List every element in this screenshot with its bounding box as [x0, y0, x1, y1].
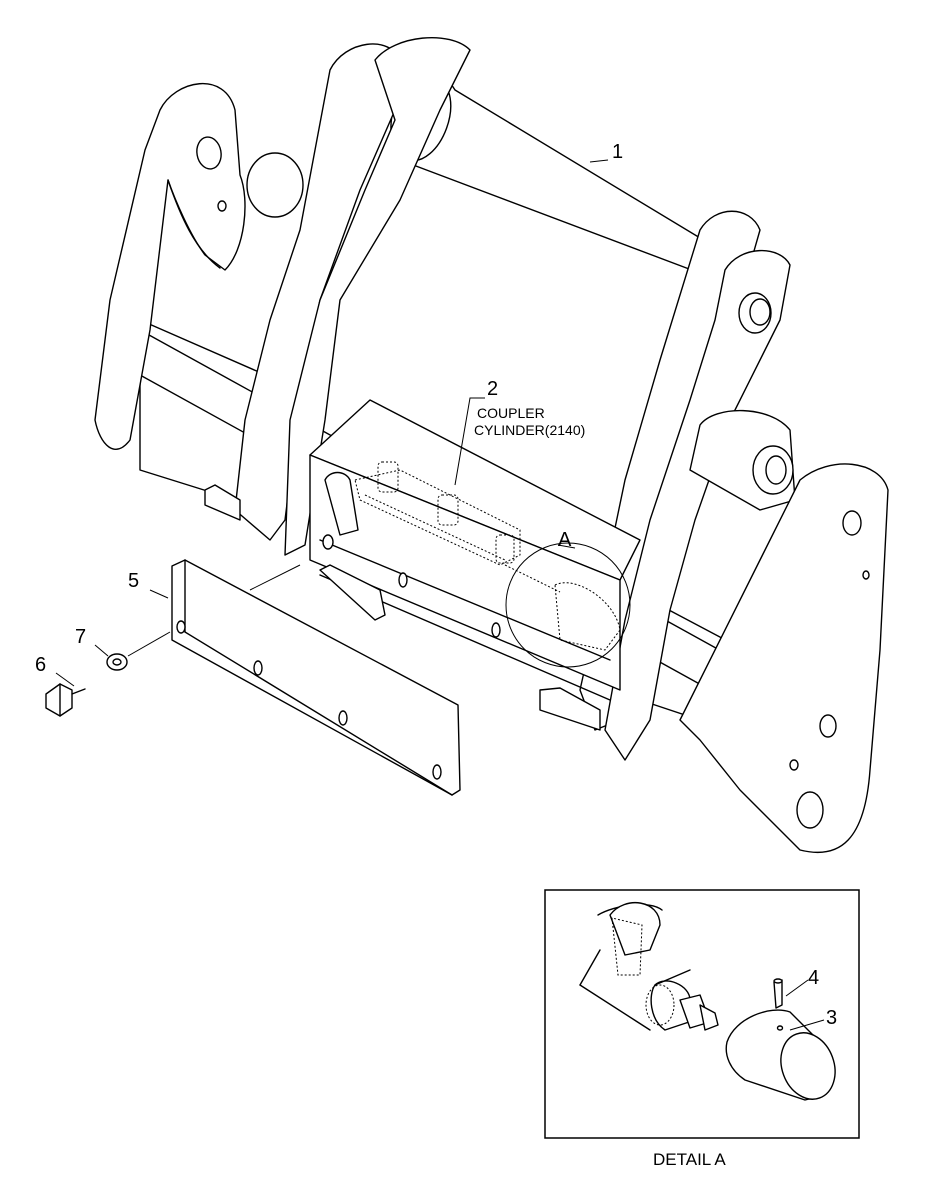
leader-lines: [55, 159, 609, 687]
callout-2: 2: [487, 378, 498, 400]
detail-a-box: 4 3: [544, 889, 860, 1139]
coupler-cylinder: [354, 461, 621, 651]
callout-a: A: [558, 529, 572, 551]
washer: [106, 653, 128, 671]
wear-plate: [171, 559, 461, 796]
coupler-frame: [94, 37, 889, 854]
coupler-label-line1: COUPLER: [477, 405, 545, 421]
detail-a-callout: A: [505, 529, 631, 668]
callout-7: 7: [75, 626, 86, 648]
bolt: [45, 683, 86, 717]
callout-6: 6: [35, 654, 46, 676]
callout-3: 3: [826, 1007, 837, 1029]
coupler-label-line2: CYLINDER(2140): [474, 422, 585, 438]
callout-1: 1: [612, 141, 623, 163]
detail-a-caption: DETAIL A: [653, 1150, 726, 1169]
callout-4: 4: [808, 967, 819, 989]
callout-5: 5: [128, 570, 139, 592]
